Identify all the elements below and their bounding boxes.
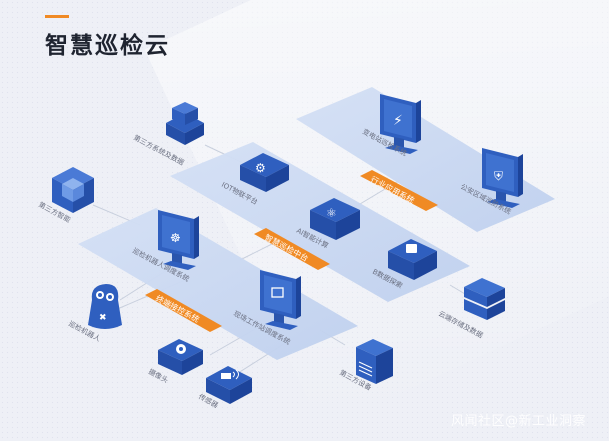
robot-icon: ☸ [170,231,181,245]
atom-icon: ⚛ [326,206,337,220]
police-badge-icon: ⛨ [494,169,503,183]
monitor-icon [271,287,284,298]
third-party-platform-node[interactable] [52,167,94,213]
camera-label: 摄像头 [147,367,170,385]
substation-monitor[interactable]: ⚡ [380,94,421,154]
substation-icon: ⚡ [393,113,403,129]
cloud-storage-node[interactable] [464,278,505,320]
chip-icon: ⚙ [255,161,266,175]
title-accent-bar [45,15,69,18]
iot-platform-node[interactable]: ⚙ [240,153,289,192]
third-party-app-node[interactable] [166,102,204,145]
camera-node[interactable] [158,339,203,375]
server-icon [358,361,373,377]
ai-compute-node[interactable]: ⚛ [310,198,360,240]
platform-application-layer [296,87,555,232]
transmitter-node[interactable] [206,366,252,404]
wireless-icon [221,373,231,379]
police-monitor[interactable]: ⛨ [482,148,523,208]
wrench-icon: ✖ [99,313,107,323]
robot-figure-node[interactable]: ✖ [88,284,122,329]
watermark: 风闻社区@新工业洞察 [451,414,587,429]
platform-terminal-layer [78,208,358,360]
workstation-monitor[interactable] [260,270,301,330]
page-title: 智慧巡检云 [45,33,170,59]
third-party-device-node[interactable] [356,339,393,384]
bigdata-node[interactable] [388,239,437,280]
chart-icon [406,244,417,253]
robot-control-monitor[interactable]: ☸ [158,210,199,270]
